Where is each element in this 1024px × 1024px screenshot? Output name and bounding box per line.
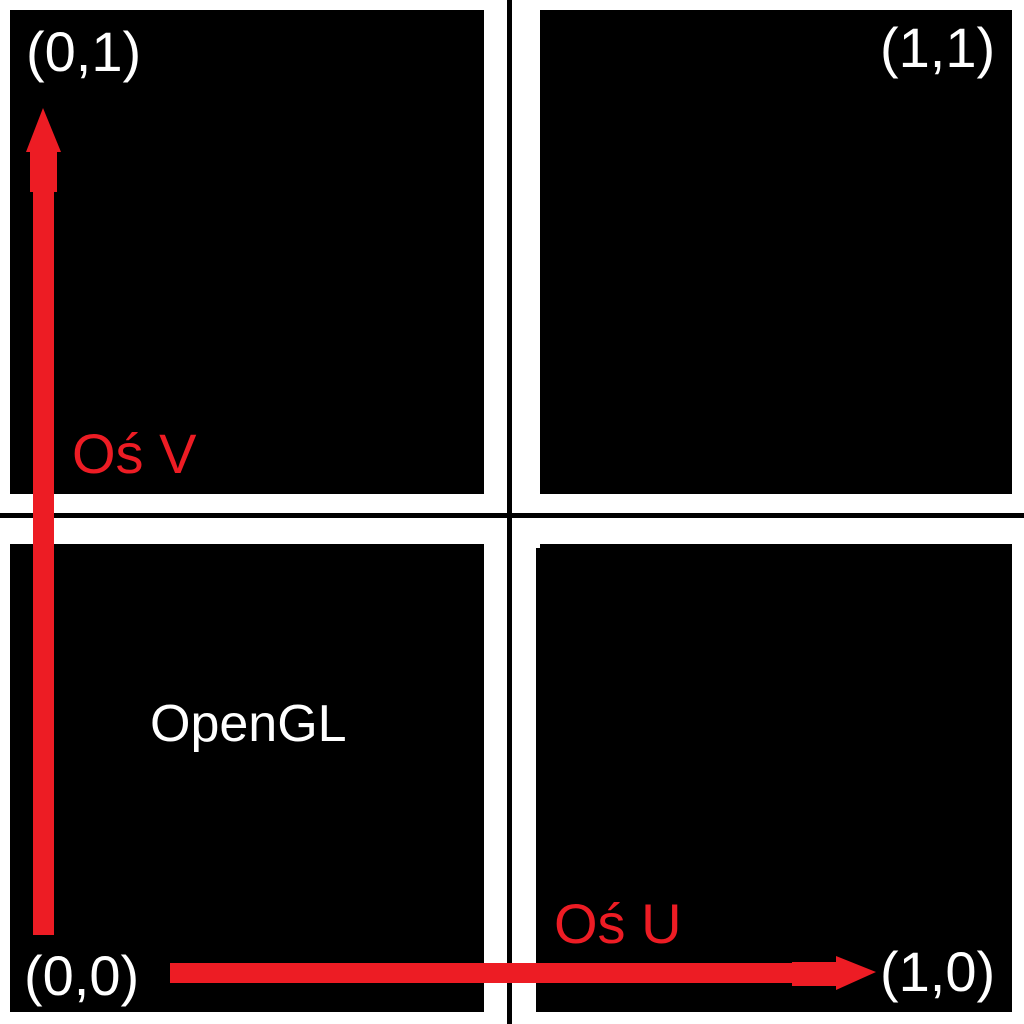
coord-bottom-right: (1,0) xyxy=(880,940,996,1003)
coord-top-right: (1,1) xyxy=(880,16,996,79)
quadrant-bottom-right-fill xyxy=(536,548,1012,1012)
quadrant-bottom-left-fill xyxy=(10,544,480,1012)
quadrant-top-right-fill xyxy=(540,10,1012,494)
opengl-title: OpenGL xyxy=(150,695,347,753)
coord-bottom-left: (0,0) xyxy=(24,944,140,1007)
center-line-horizontal xyxy=(0,513,1024,518)
quadrant-top-left-fill xyxy=(10,10,484,494)
coord-top-left: (0,1) xyxy=(26,20,142,83)
center-line-vertical xyxy=(507,0,512,1024)
v-axis-label: Oś V xyxy=(72,422,197,485)
u-axis-label: Oś U xyxy=(554,892,682,955)
separator-horizontal xyxy=(0,494,1024,544)
